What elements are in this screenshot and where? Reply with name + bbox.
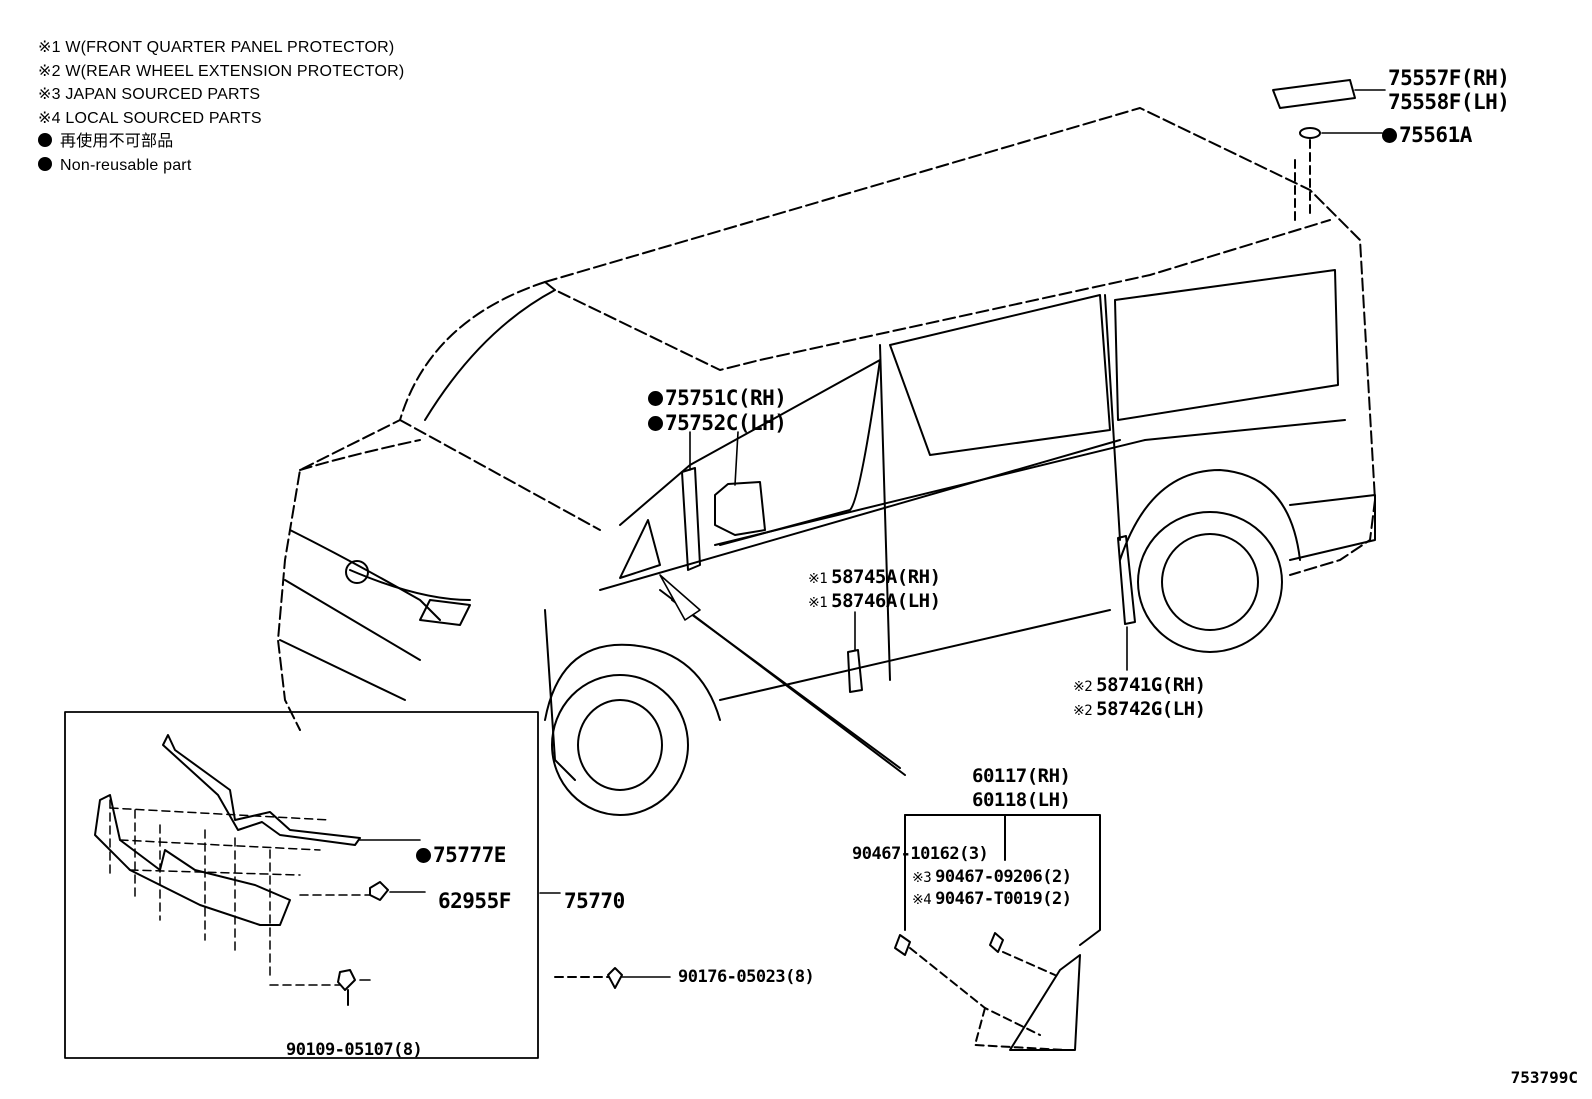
legend: ※1 W(FRONT QUARTER PANEL PROTECTOR) ※2 W… <box>38 36 404 177</box>
legend-note-1: ※1 W(FRONT QUARTER PANEL PROTECTOR) <box>38 39 395 56</box>
grille-molding <box>162 734 361 846</box>
garnish-dashes <box>109 799 371 986</box>
legend-nonreusable-en: Non-reusable part <box>38 154 404 178</box>
nonreusable-dot-icon <box>38 133 52 147</box>
part-label-75751c[interactable]: 75751C(RH) <box>648 386 787 410</box>
leader-lines <box>659 89 1386 776</box>
diagram-reference-number: 753799C <box>1510 1068 1578 1087</box>
part-label-90109[interactable]: 90109-05107(8) <box>286 1040 423 1060</box>
part-label-90467-10162[interactable]: 90467-10162(3) <box>852 844 989 864</box>
van-body-outline <box>277 107 1376 731</box>
nonreusable-dot-icon <box>648 391 663 406</box>
roof-part <box>1272 79 1356 221</box>
nonreusable-dot-icon <box>38 156 52 171</box>
protectors <box>619 467 1136 693</box>
part-label-75558f[interactable]: 75558F(LH) <box>1388 90 1510 114</box>
nonreusable-dot-icon <box>1382 128 1397 143</box>
part-label-75770[interactable]: 75770 <box>564 889 625 913</box>
legend-note-4: ※4 LOCAL SOURCED PARTS <box>38 109 262 127</box>
van-body-lines <box>279 269 1376 781</box>
rear-wheel <box>1119 469 1301 653</box>
nonreusable-en-text: Non-reusable part <box>60 156 192 174</box>
front-wheel <box>544 643 721 816</box>
part-label-75777e[interactable]: 75777E <box>416 843 506 867</box>
legend-note-3: ※3 JAPAN SOURCED PARTS <box>38 86 261 103</box>
part-label-75557f[interactable]: 75557F(RH) <box>1388 66 1510 90</box>
grille-garnish <box>94 794 291 926</box>
legend-nonreusable-jp: 再使用不可部品 <box>38 130 404 154</box>
nonreusable-dot-icon <box>416 848 431 863</box>
legend-note-2: ※2 W(REAR WHEEL EXTENSION PROTECTOR) <box>38 62 405 80</box>
nonreusable-dot-icon <box>648 416 663 431</box>
part-label-75752c[interactable]: 75752C(LH) <box>648 411 787 435</box>
inset-frame <box>64 711 539 1059</box>
part-label-60117[interactable]: 60117(RH) <box>972 765 1071 787</box>
part-label-62955f[interactable]: 62955F <box>438 889 511 913</box>
part-label-90176[interactable]: 90176-05023(8) <box>678 967 815 987</box>
part-label-60118[interactable]: 60118(LH) <box>972 789 1071 811</box>
fasteners <box>337 839 671 1006</box>
quarter-window-detail <box>894 814 1101 1051</box>
nonreusable-jp-text: 再使用不可部品 <box>60 133 174 150</box>
part-label-75561a[interactable]: 75561A <box>1382 123 1472 147</box>
